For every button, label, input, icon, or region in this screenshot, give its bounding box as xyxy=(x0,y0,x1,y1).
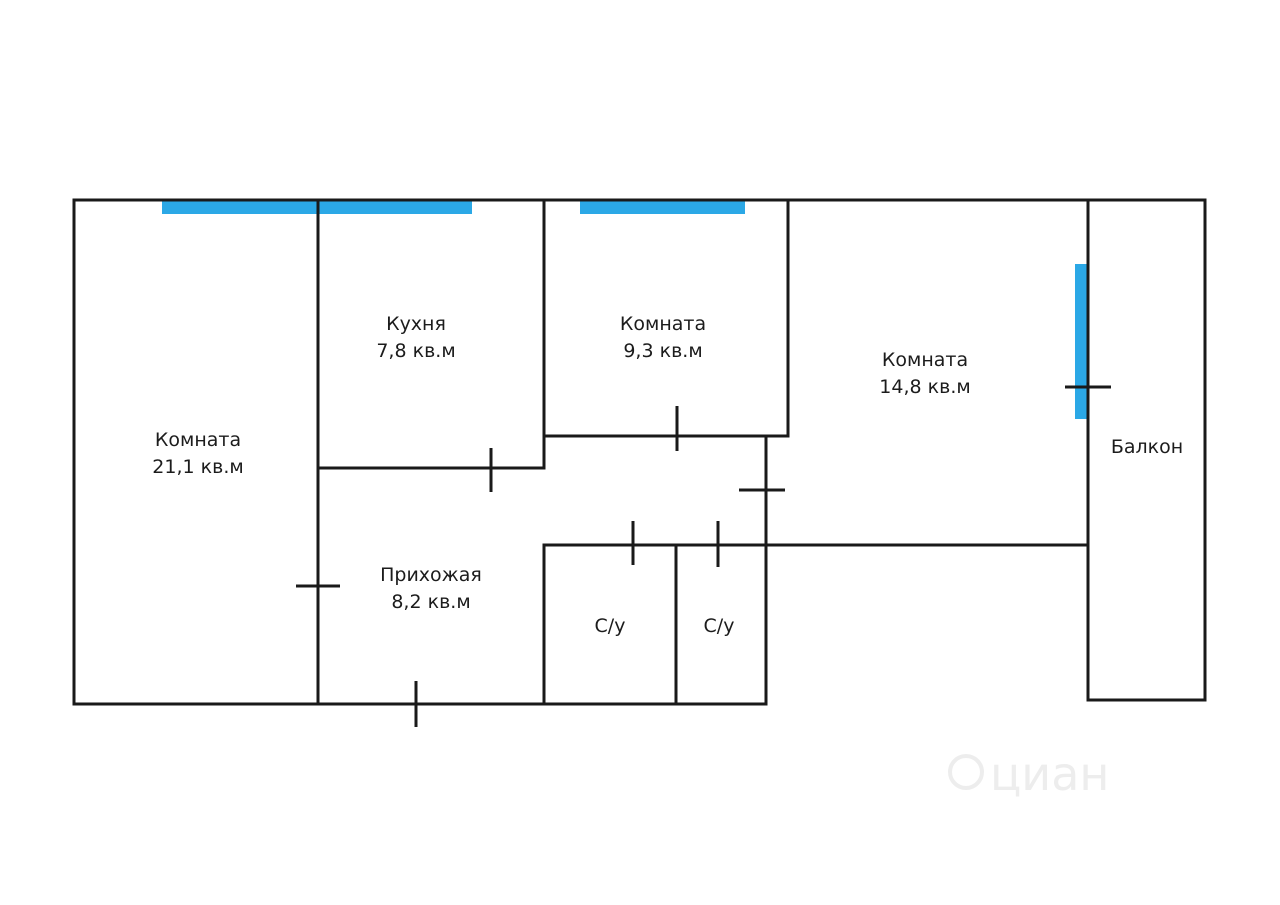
room-name: Комната xyxy=(620,313,706,335)
window-kitchen xyxy=(318,200,472,214)
room-area: 14,8 кв.м xyxy=(879,376,970,398)
room-name: С/у xyxy=(595,615,626,637)
watermark-logo-icon xyxy=(948,754,984,790)
room-name: Прихожая xyxy=(380,564,482,586)
room-name: Кухня xyxy=(386,313,446,335)
room-name: Комната xyxy=(155,429,241,451)
room-label-bathroom-1: С/у xyxy=(595,615,626,637)
window-mid-room xyxy=(580,200,745,214)
room-label-right-room: Комната 14,8 кв.м xyxy=(879,349,970,398)
room-label-living-big: Комната 21,1 кв.м xyxy=(152,429,243,478)
window-left-room xyxy=(162,200,318,214)
room-label-mid-room: Комната 9,3 кв.м xyxy=(620,313,706,362)
room-name: Балкон xyxy=(1111,436,1183,458)
window-right-room xyxy=(1075,264,1087,419)
room-label-hallway: Прихожая 8,2 кв.м xyxy=(380,564,482,613)
room-area: 9,3 кв.м xyxy=(623,340,702,362)
room-area: 7,8 кв.м xyxy=(376,340,455,362)
watermark: циан xyxy=(948,747,1109,801)
room-label-kitchen: Кухня 7,8 кв.м xyxy=(376,313,455,362)
room-label-balcony: Балкон xyxy=(1111,436,1183,458)
room-name: С/у xyxy=(704,615,735,637)
room-name: Комната xyxy=(882,349,968,371)
room-label-bathroom-2: С/у xyxy=(704,615,735,637)
watermark-text: циан xyxy=(990,747,1109,801)
room-area: 21,1 кв.м xyxy=(152,456,243,478)
room-area: 8,2 кв.м xyxy=(391,591,470,613)
